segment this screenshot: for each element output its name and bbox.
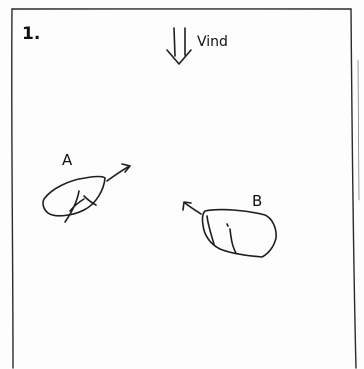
boat-a: A xyxy=(43,151,130,222)
boat-b: B xyxy=(183,192,276,257)
wind-arrow-icon xyxy=(167,28,191,64)
boat-a-heading-arrow-icon xyxy=(107,167,128,181)
boat-a-hull xyxy=(43,177,105,216)
panel-frame xyxy=(12,9,359,368)
boat-a-label: A xyxy=(62,151,73,169)
boat-b-label: B xyxy=(252,192,262,210)
boat-b-keel xyxy=(230,229,236,253)
boat-b-hull xyxy=(202,210,276,257)
wind-label: Vind xyxy=(197,34,228,50)
boat-a-boom xyxy=(84,196,96,205)
panel-number: 1. xyxy=(22,24,40,44)
boat-b-heading-arrow-icon xyxy=(185,203,201,214)
boat-a-sail xyxy=(65,191,79,222)
